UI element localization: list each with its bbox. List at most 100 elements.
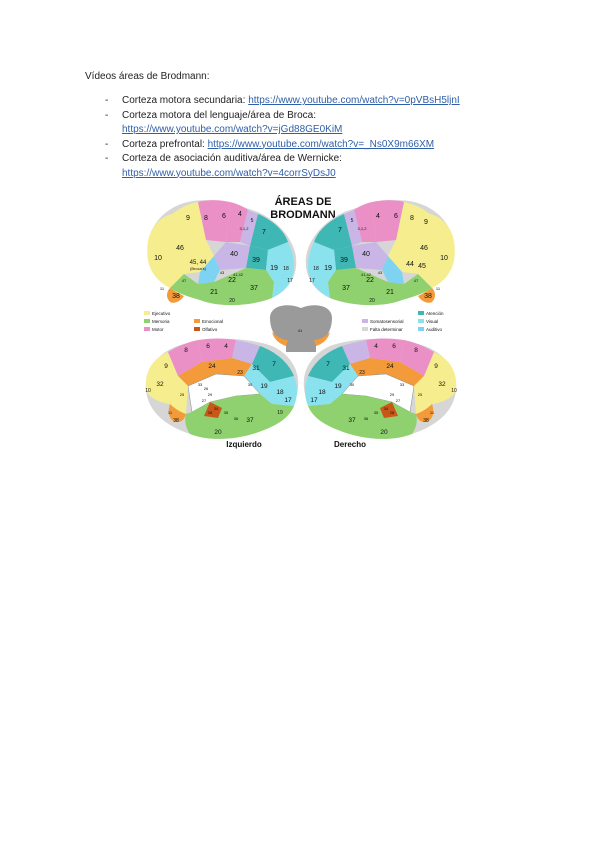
right-medial-hemisphere	[303, 338, 457, 439]
legend-label: Ejecutivo	[152, 311, 171, 316]
svg-text:24: 24	[386, 363, 394, 370]
bullet-dash: -	[105, 109, 109, 121]
svg-text:20: 20	[380, 429, 388, 436]
svg-text:19: 19	[260, 383, 268, 390]
svg-text:3,1,2: 3,1,2	[240, 226, 250, 231]
svg-text:32: 32	[156, 381, 164, 388]
legend-label: Somatosensorial	[370, 319, 404, 324]
bullet-dash: -	[105, 153, 109, 164]
left-lateral-hemisphere	[147, 200, 297, 306]
legend-label: Olfativo	[202, 327, 218, 332]
svg-text:39: 39	[340, 257, 348, 264]
svg-text:20: 20	[229, 298, 235, 304]
svg-text:21: 21	[210, 289, 218, 296]
svg-text:7: 7	[338, 227, 342, 234]
svg-text:23: 23	[359, 370, 365, 376]
video-link[interactable]: https://www.youtube.com/watch?v=_Ns0X9m6…	[207, 138, 435, 150]
svg-text:6: 6	[222, 213, 226, 220]
svg-text:30: 30	[350, 382, 355, 387]
svg-text:43: 43	[378, 270, 383, 275]
legend-label: Atención	[426, 311, 444, 316]
svg-text:36: 36	[234, 416, 239, 421]
bullet-dash: -	[105, 95, 109, 106]
video-link[interactable]: https://www.youtube.com/watch?v=4corrSyD…	[122, 167, 336, 179]
svg-text:45, 44: 45, 44	[190, 260, 207, 266]
svg-text:11: 11	[160, 286, 165, 291]
svg-text:25: 25	[418, 392, 423, 397]
svg-text:30: 30	[248, 382, 253, 387]
brain-cross-section: 41	[270, 305, 332, 352]
svg-text:19: 19	[270, 265, 278, 272]
legend-label: Visual	[426, 319, 438, 324]
video-list: - Corteza motora secundaria: https://www…	[105, 94, 575, 181]
svg-text:4: 4	[238, 211, 242, 218]
svg-text:19: 19	[277, 410, 283, 416]
svg-text:17: 17	[309, 278, 315, 284]
bullet-dash: -	[105, 138, 109, 150]
svg-text:10: 10	[154, 255, 162, 262]
svg-text:41: 41	[298, 328, 303, 333]
video-link[interactable]: https://www.youtube.com/watch?v=jGd88GE0…	[122, 124, 343, 135]
svg-text:35: 35	[224, 410, 229, 415]
list-item-broca: - Corteza motora del lenguaje/área de Br…	[105, 109, 575, 138]
svg-text:(Broca's): (Broca's)	[190, 266, 207, 271]
legend-label: Auditivo	[426, 327, 443, 332]
svg-text:20: 20	[369, 298, 375, 304]
svg-text:18: 18	[276, 389, 284, 396]
svg-text:18: 18	[318, 389, 326, 396]
list-item-wernicke: - Corteza de asociación auditiva/área de…	[105, 152, 575, 181]
svg-text:38: 38	[424, 293, 432, 300]
svg-text:6: 6	[394, 213, 398, 220]
right-side-label: Derecho	[334, 440, 366, 449]
svg-text:27: 27	[396, 398, 401, 403]
svg-text:24: 24	[208, 363, 216, 370]
figure-title-line2: BRODMANN	[270, 209, 335, 221]
svg-text:47: 47	[414, 278, 419, 283]
svg-text:36: 36	[364, 416, 369, 421]
svg-text:38: 38	[173, 418, 179, 424]
svg-text:22: 22	[366, 277, 374, 284]
legend-label: Motor	[152, 327, 164, 332]
svg-text:18: 18	[283, 266, 289, 272]
svg-text:9: 9	[186, 215, 190, 222]
svg-text:27: 27	[202, 398, 207, 403]
svg-text:40: 40	[362, 251, 370, 258]
svg-text:21: 21	[386, 289, 394, 296]
svg-text:6: 6	[392, 343, 396, 350]
svg-text:46: 46	[420, 245, 428, 252]
svg-text:11: 11	[430, 410, 435, 415]
svg-text:8: 8	[410, 215, 414, 222]
svg-text:33: 33	[198, 382, 203, 387]
svg-text:28: 28	[208, 410, 213, 415]
svg-text:25: 25	[180, 392, 185, 397]
svg-text:29: 29	[208, 392, 213, 397]
svg-text:4: 4	[376, 213, 380, 220]
svg-text:38: 38	[423, 418, 429, 424]
legend-left: Ejecutivo Memoria Motor Emocional Olfati…	[144, 311, 223, 332]
svg-text:39: 39	[252, 257, 260, 264]
svg-text:45: 45	[418, 263, 426, 270]
svg-text:8: 8	[204, 215, 208, 222]
svg-text:18: 18	[313, 266, 319, 272]
item-label: Corteza motora del lenguaje/área de Broc…	[122, 109, 317, 121]
figure-title-line1: ÁREAS DE	[275, 195, 332, 208]
svg-text:8: 8	[184, 347, 188, 354]
item-label: Corteza prefrontal:	[122, 138, 205, 150]
svg-text:9: 9	[434, 363, 438, 370]
svg-text:31: 31	[252, 365, 260, 372]
svg-text:8: 8	[414, 347, 418, 354]
svg-text:4: 4	[224, 343, 228, 350]
svg-text:35: 35	[374, 410, 379, 415]
svg-text:9: 9	[164, 363, 168, 370]
svg-text:17: 17	[287, 278, 293, 284]
svg-text:17: 17	[284, 397, 292, 404]
svg-text:31: 31	[342, 365, 350, 372]
svg-text:47: 47	[182, 278, 187, 283]
video-link[interactable]: https://www.youtube.com/watch?v=0pVBsH5l…	[248, 95, 460, 106]
svg-text:6: 6	[206, 343, 210, 350]
svg-text:5: 5	[351, 218, 354, 224]
svg-text:41,42: 41,42	[361, 272, 372, 277]
legend-label: Memoria	[152, 319, 170, 324]
svg-text:43: 43	[220, 270, 225, 275]
